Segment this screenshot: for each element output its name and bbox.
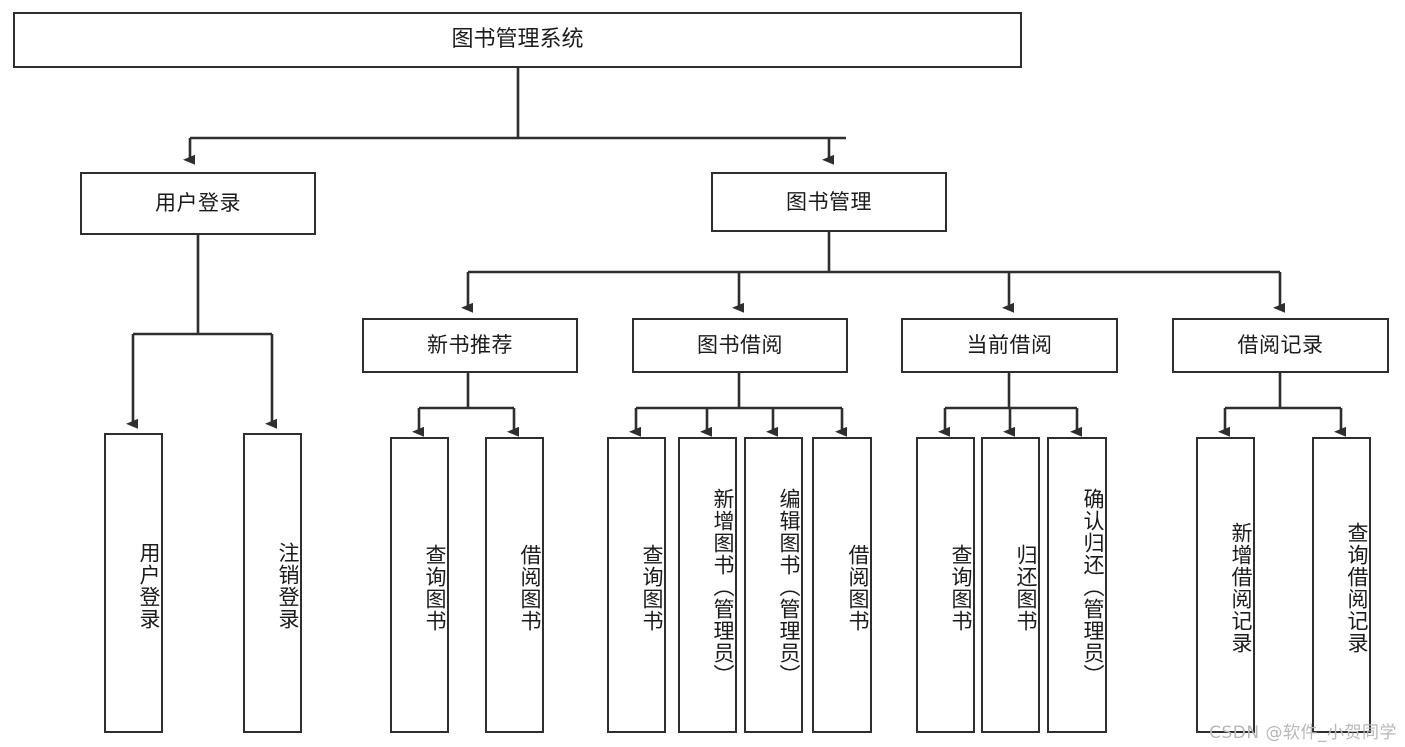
node-user-login[interactable]: 用户登录 <box>80 172 316 235</box>
node-current-borrow[interactable]: 当前借阅 <box>901 318 1118 373</box>
node-leaf-query-book-1[interactable]: 查询图书 <box>390 437 449 733</box>
node-borrow-record-label: 借阅记录 <box>1237 333 1324 358</box>
node-leaf-return-book-label: 归还图书 <box>1014 544 1038 632</box>
node-leaf-edit-book[interactable]: 编辑图书（管理员） <box>744 437 803 733</box>
node-leaf-confirm-return[interactable]: 确认归还（管理员） <box>1047 437 1107 733</box>
node-leaf-add-book[interactable]: 新增图书（管理员） <box>678 437 737 733</box>
node-leaf-borrow-book-1-label: 借阅图书 <box>518 544 542 632</box>
node-user-login-label: 用户登录 <box>155 191 241 216</box>
node-leaf-user-login-label: 用户登录 <box>137 542 161 630</box>
node-book-manage[interactable]: 图书管理 <box>711 172 947 232</box>
node-new-book-recommend-label: 新书推荐 <box>427 333 513 358</box>
node-book-manage-label: 图书管理 <box>786 189 872 214</box>
node-leaf-user-login[interactable]: 用户登录 <box>104 433 163 733</box>
node-leaf-query-book-2[interactable]: 查询图书 <box>607 437 666 733</box>
node-leaf-return-book[interactable]: 归还图书 <box>981 437 1040 733</box>
node-leaf-add-record-label: 新增借阅记录 <box>1229 522 1253 654</box>
node-new-book-recommend[interactable]: 新书推荐 <box>362 318 578 373</box>
node-leaf-user-logout-label: 注销登录 <box>276 542 300 630</box>
node-leaf-user-logout[interactable]: 注销登录 <box>243 433 302 733</box>
node-current-borrow-label: 当前借阅 <box>966 333 1053 358</box>
node-book-borrow[interactable]: 图书借阅 <box>632 318 848 373</box>
node-leaf-edit-book-label: 编辑图书（管理员） <box>777 488 801 686</box>
node-leaf-add-book-label: 新增图书（管理员） <box>711 488 735 686</box>
node-root[interactable]: 图书管理系统 <box>13 12 1022 68</box>
node-borrow-record[interactable]: 借阅记录 <box>1172 318 1389 373</box>
node-leaf-query-book-1-label: 查询图书 <box>423 544 447 632</box>
node-leaf-borrow-book-2-label: 借阅图书 <box>846 544 870 632</box>
node-leaf-add-record[interactable]: 新增借阅记录 <box>1196 437 1255 733</box>
node-book-borrow-label: 图书借阅 <box>697 333 783 358</box>
node-leaf-query-book-3[interactable]: 查询图书 <box>916 437 975 733</box>
node-leaf-confirm-return-label: 确认归还（管理员） <box>1081 488 1105 686</box>
node-leaf-borrow-book-1[interactable]: 借阅图书 <box>485 437 544 733</box>
node-leaf-query-record[interactable]: 查询借阅记录 <box>1312 437 1371 733</box>
node-leaf-borrow-book-2[interactable]: 借阅图书 <box>812 437 872 733</box>
node-leaf-query-book-3-label: 查询图书 <box>949 544 973 632</box>
node-leaf-query-record-label: 查询借阅记录 <box>1345 522 1369 654</box>
node-root-label: 图书管理系统 <box>451 27 584 53</box>
watermark: CSDN @软件_小贺同学 <box>1209 723 1397 743</box>
node-leaf-query-book-2-label: 查询图书 <box>640 544 664 632</box>
